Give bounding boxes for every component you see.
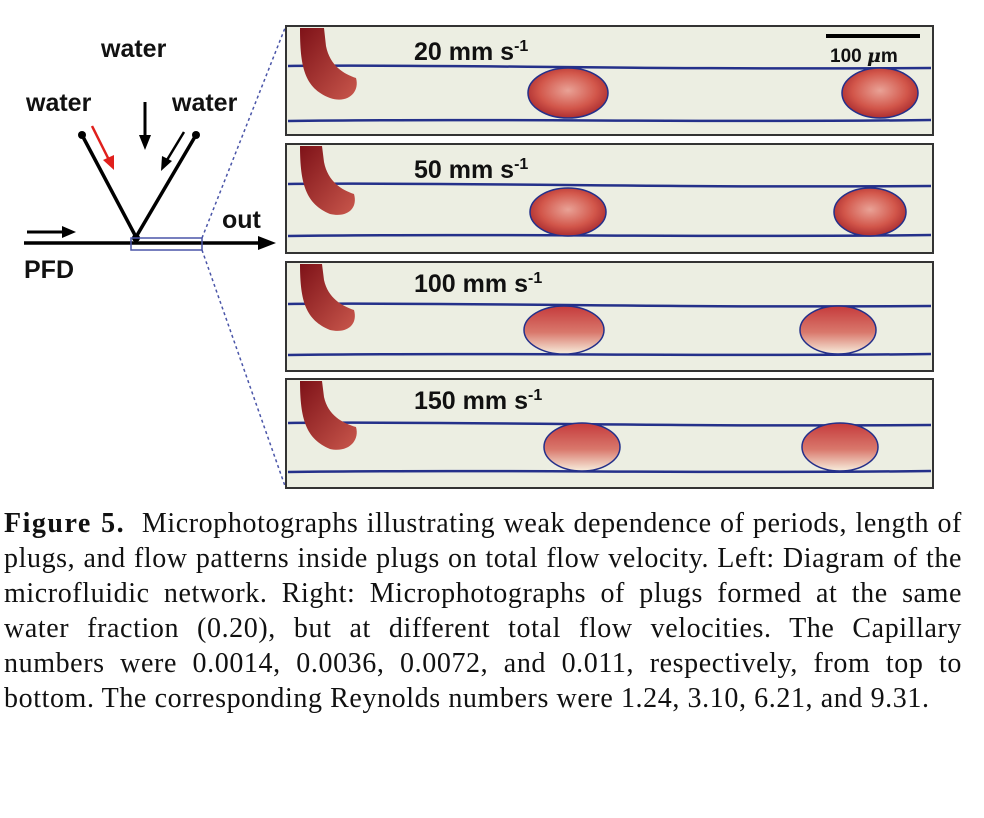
plug <box>801 422 879 472</box>
caption-text: Microphotographs illustrating weak depen… <box>4 508 962 714</box>
velocity-label: 50 mm s-1 <box>414 156 528 184</box>
left-inlet-dot <box>78 131 86 139</box>
plug <box>527 67 609 119</box>
micrograph-panel-1: 100 μm 20 mm s-1 <box>285 25 934 136</box>
micrograph-panel-4: 150 mm s-1 <box>285 378 934 489</box>
plug <box>543 422 621 472</box>
top-water-arrowhead <box>139 135 151 150</box>
right-water-arrow <box>165 131 186 161</box>
outlet-arrowhead <box>258 236 276 250</box>
plug <box>841 67 919 119</box>
red-water-arrow <box>90 125 111 161</box>
plug <box>523 305 605 355</box>
caption-label: Figure 5. <box>4 508 126 539</box>
right-inlet-channel <box>134 134 198 238</box>
zoom-box <box>130 237 203 251</box>
zoom-line-bottom <box>201 249 286 487</box>
label-water-right: water <box>171 89 238 117</box>
red-water-arrowhead <box>103 155 114 170</box>
plug <box>799 305 877 355</box>
velocity-label: 150 mm s-1 <box>414 387 542 415</box>
plug <box>833 187 907 237</box>
figure-caption: Figure 5. Microphotographs illustrating … <box>4 506 962 716</box>
pfd-arrowhead <box>62 226 76 238</box>
velocity-label: 20 mm s-1 <box>414 38 528 66</box>
left-inlet-channel <box>80 134 138 238</box>
scale-bar-label: 100 μm <box>830 45 898 67</box>
velocity-label: 100 mm s-1 <box>414 270 542 298</box>
micrograph-panel-3: 100 mm s-1 <box>285 261 934 372</box>
figure-graphic: water water water out PFD 100 μm 20 mm s… <box>24 25 934 489</box>
label-water-top: water <box>100 35 167 63</box>
zoom-line-top <box>201 27 286 239</box>
right-inlet-dot <box>192 131 200 139</box>
plug <box>529 187 607 237</box>
network-diagram: water water water out PFD <box>24 27 286 487</box>
micrograph-panel-2: 50 mm s-1 <box>285 143 934 254</box>
label-water-left: water <box>25 89 92 117</box>
label-pfd: PFD <box>24 256 74 284</box>
right-water-arrowhead <box>161 156 172 171</box>
label-out: out <box>222 206 262 234</box>
